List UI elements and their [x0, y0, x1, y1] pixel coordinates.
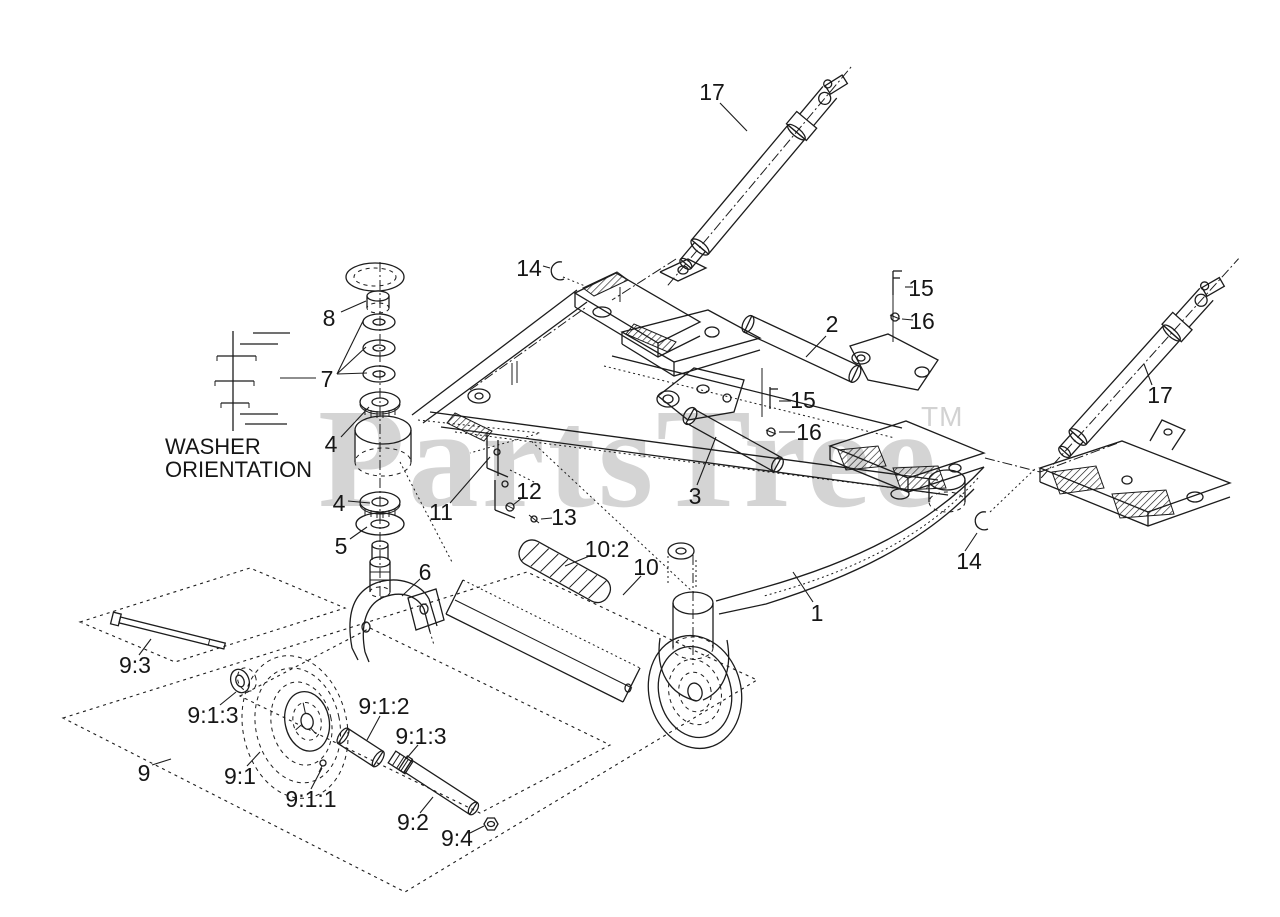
- caster-fork: [349, 579, 445, 663]
- callout-6: 6: [419, 559, 432, 585]
- grip-pad: [837, 445, 887, 471]
- watermark-tm: TM: [921, 401, 963, 432]
- watermark-text: PartsTree: [318, 379, 939, 537]
- axle-bolt-9-3: [109, 611, 227, 650]
- callout-12: 12: [516, 478, 542, 504]
- callout-9: 9: [138, 760, 151, 786]
- callout-5: 5: [335, 533, 348, 559]
- callout-13: 13: [551, 504, 577, 530]
- screw-16-upper-icon: [889, 312, 901, 322]
- axle-9-2: [397, 755, 480, 816]
- callout-10-2: 10:2: [585, 536, 630, 562]
- bearing-9-1-3-right: [387, 750, 414, 775]
- screw-16-lower-icon: [765, 427, 777, 437]
- spacer-9-1-2: [336, 727, 385, 768]
- callout-1: 1: [811, 600, 824, 626]
- grip-pad: [625, 323, 677, 353]
- clip-14-right-icon: [974, 467, 1037, 531]
- watermark: PartsTree TM: [318, 379, 963, 537]
- callout-9-1-2: 9:1:2: [358, 693, 409, 719]
- roller: [518, 539, 612, 604]
- callout-4-lower: 4: [333, 490, 346, 516]
- callout-15-upper: 15: [908, 275, 934, 301]
- callout-4-upper: 4: [325, 431, 338, 457]
- deck-caster-wheel: [647, 634, 743, 750]
- callout-16-lower: 16: [796, 419, 822, 445]
- grip-pad: [1111, 489, 1175, 519]
- callout-3: 3: [689, 483, 702, 509]
- right-latch-plate: [1038, 419, 1232, 527]
- callout-9-1-3-left: 9:1:3: [187, 702, 238, 728]
- lift-rod-upper: [741, 314, 862, 383]
- cylinder-link-centerline: [611, 258, 677, 301]
- grip-pad: [1051, 465, 1105, 495]
- lock-bracket: [486, 432, 541, 519]
- lift-rod-lower: [682, 406, 784, 473]
- washer-orientation-schematic: [214, 331, 316, 431]
- clip-14-upper-icon: [550, 261, 586, 287]
- caster-wheel-9-1: [241, 655, 349, 799]
- bolt-15-upper-icon: [892, 270, 902, 295]
- callout-17-upper: 17: [699, 79, 725, 105]
- grip-pad: [446, 412, 493, 442]
- washer-stack: [345, 262, 412, 600]
- callout-2: 2: [826, 311, 839, 337]
- callout-14-right: 14: [956, 548, 982, 574]
- slide-bar: [445, 579, 641, 703]
- bearing-9-1-3-left: [229, 667, 257, 694]
- callout-9-1: 9:1: [224, 763, 256, 789]
- frame-weldment: [399, 258, 1232, 750]
- lift-cylinder-upper: [667, 66, 852, 286]
- bolt-15-lower-icon: [769, 387, 778, 409]
- grip-pad: [892, 465, 947, 491]
- callout-8: 8: [323, 305, 336, 331]
- lift-cylinder-right: [1040, 258, 1239, 479]
- callout-7: 7: [321, 366, 334, 392]
- callout-15-lower: 15: [790, 387, 816, 413]
- callout-10: 10: [633, 554, 659, 580]
- grease-zerk-9-1-1: [318, 759, 327, 773]
- callout-11: 11: [429, 499, 453, 525]
- callout-17-right: 17: [1147, 382, 1173, 408]
- callout-9-2: 9:2: [397, 809, 429, 835]
- callout-labels: 17 14 8 15 16 2 7 15 16 17 4 3 11 12 13 …: [119, 79, 1173, 851]
- callout-9-3: 9:3: [119, 652, 151, 678]
- washer-note-line2: ORIENTATION: [165, 457, 312, 482]
- callout-9-1-3-right: 9:1:3: [395, 723, 446, 749]
- callout-9-1-1: 9:1:1: [285, 786, 336, 812]
- washer-note-line1: WASHER: [165, 434, 261, 459]
- callout-14-upper: 14: [516, 255, 542, 281]
- nut-9-4: [483, 817, 499, 831]
- wheel-kit-group: [61, 567, 759, 893]
- screw-12-icon: [505, 502, 515, 512]
- leader-lines: [138, 102, 1153, 834]
- callout-16-upper: 16: [909, 308, 935, 334]
- callout-9-4: 9:4: [441, 825, 473, 851]
- bellcrank-upper: [849, 295, 939, 391]
- pin-13-icon: [528, 514, 540, 524]
